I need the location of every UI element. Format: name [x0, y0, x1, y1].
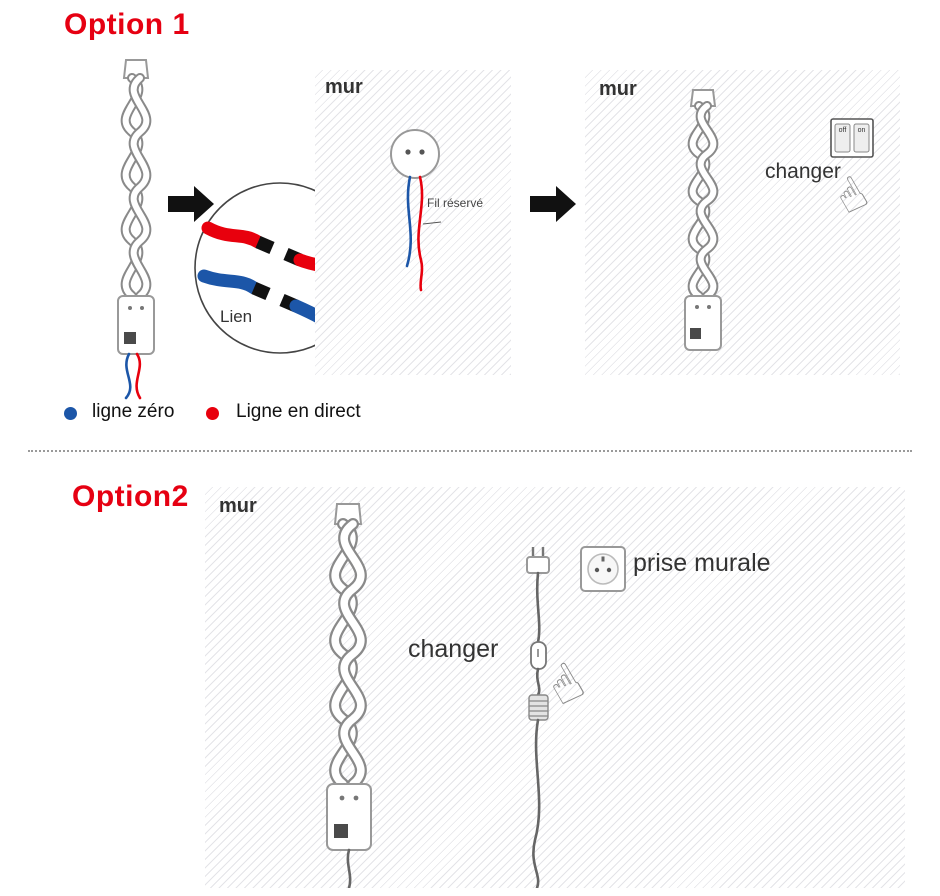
connection-box — [326, 783, 372, 851]
twisted-cable — [687, 101, 719, 301]
option2-title: Option2 — [72, 480, 189, 513]
zero-line-dot-icon — [64, 407, 77, 420]
wall-label: mur — [599, 78, 637, 100]
link-label: Lien — [220, 307, 252, 326]
changer-label: changer — [408, 635, 499, 663]
live-line-dot-icon — [206, 407, 219, 420]
arrow-right-icon — [530, 186, 576, 222]
live-wire-left — [201, 221, 265, 249]
cord-lower — [532, 718, 541, 888]
arrow-right-icon — [168, 186, 214, 222]
option1-title: Option 1 — [64, 8, 190, 41]
cord-coil-icon — [528, 694, 549, 721]
zero-line-label: ligne zéro — [92, 401, 175, 422]
wall-panel-installed: mur off on changer ☝ — [585, 70, 900, 375]
wall-socket-label: prise murale — [633, 549, 771, 577]
wall-switch-icon: off on — [830, 118, 874, 158]
pointing-hand-icon: ☝ — [825, 165, 877, 225]
power-cord — [346, 848, 352, 888]
outlet-circle — [390, 129, 440, 179]
ceiling-outlet-illustration — [390, 129, 442, 292]
live-wire — [135, 352, 142, 400]
connection-box — [117, 295, 155, 355]
connection-box-terminal — [690, 328, 701, 339]
wall-label: mur — [219, 495, 257, 517]
wall-label: mur — [325, 76, 363, 98]
live-line-label: Ligne en direct — [236, 401, 361, 422]
section-divider — [28, 450, 912, 452]
pendant-cable-illustration-2 — [684, 89, 722, 351]
inline-switch-icon — [530, 641, 547, 670]
connection-box — [684, 295, 722, 351]
cord-switch-plug-illustration — [526, 546, 626, 888]
wall-panel-option2: mur — [205, 487, 905, 888]
pendant-cable-illustration-1 — [117, 59, 155, 400]
switch-off-label: off — [839, 127, 847, 134]
power-plug-icon — [526, 547, 550, 574]
twisted-cable — [120, 73, 152, 301]
pendant-cable-illustration-3 — [326, 503, 372, 888]
reserved-wire-label: Fil réservé — [427, 196, 484, 210]
reserved-zero-wire — [405, 175, 413, 268]
cord-upper — [535, 571, 541, 644]
changer-label: changer — [765, 160, 841, 183]
wall-panel-reserved-wire: mur Fil réservé — [315, 70, 511, 375]
twisted-cable — [329, 518, 367, 790]
cord-middle — [535, 667, 541, 697]
reserved-live-wire — [417, 175, 424, 292]
switch-on-label: on — [858, 127, 866, 134]
connection-box-terminal — [124, 332, 136, 344]
connection-box-terminal — [334, 824, 348, 838]
wall-socket-icon — [580, 546, 626, 592]
zero-wire — [124, 352, 132, 400]
zero-wire-left — [197, 269, 261, 295]
